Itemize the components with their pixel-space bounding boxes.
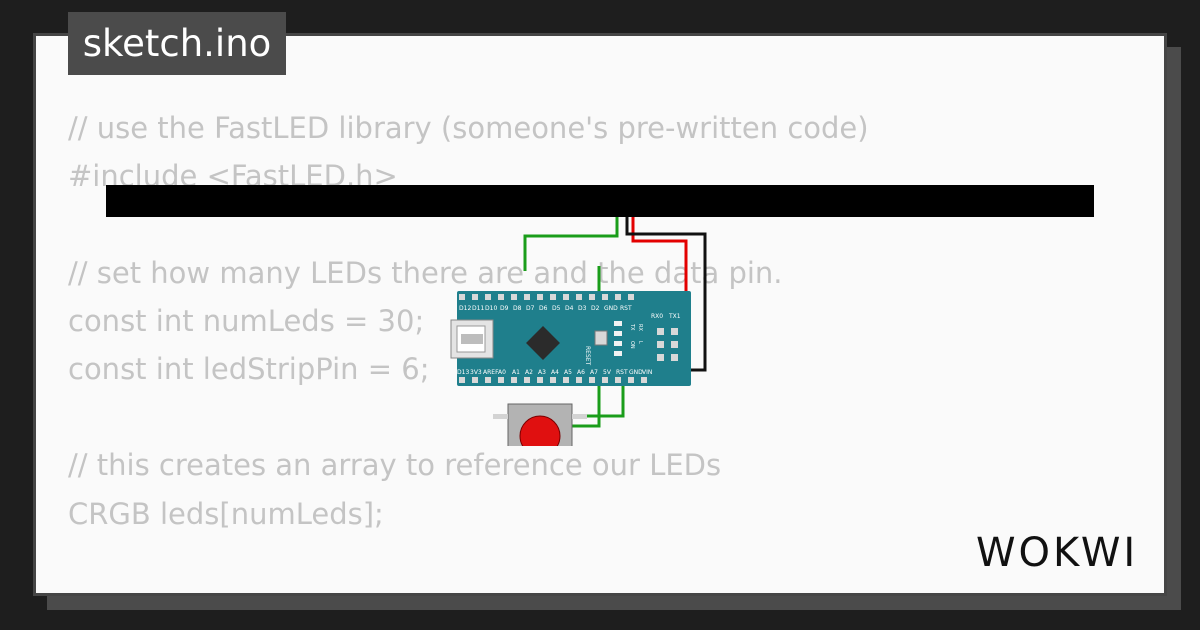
code-line: const int numLeds = 30;: [68, 303, 425, 338]
pin-label: A0: [498, 369, 506, 376]
wokwi-logo: WOKWI: [976, 530, 1138, 576]
svg-text:WOKWI: WOKWI: [976, 530, 1138, 576]
arduino-nano-board: D12 D11 D10 D9 D8 D7 D6 D5 D4 D3 D2 GND …: [450, 291, 691, 386]
svg-text:ON: ON: [629, 341, 635, 349]
pin-label: D7: [526, 305, 535, 312]
icsp-header: [657, 328, 678, 361]
pin-label: D13: [457, 369, 469, 376]
pin-label: A1: [512, 369, 520, 376]
side-label: TX1: [668, 313, 681, 320]
pin-label: D4: [565, 305, 574, 312]
code-line: // set how many LEDs there are and the d…: [68, 255, 783, 290]
svg-text:RX: RX: [637, 324, 643, 331]
pin-label: A5: [564, 369, 572, 376]
pin-label: D6: [539, 305, 548, 312]
pin-label: D9: [500, 305, 509, 312]
file-title-badge: sketch.ino: [68, 12, 286, 75]
side-label: RX0: [651, 313, 663, 320]
pin-label: 5V: [603, 369, 612, 376]
pin-label: RST: [620, 305, 632, 312]
pin-label: D12: [459, 305, 471, 312]
pin-label: A4: [551, 369, 559, 376]
green-wire-d6: [523, 211, 619, 271]
code-block: // use the FastLED library (someone's pr…: [68, 104, 1164, 594]
reset-button: RESET: [584, 330, 608, 366]
pin-label: D3: [578, 305, 587, 312]
code-line: const int ledStripPin = 6;: [68, 351, 430, 386]
code-line: CRGB leds[numLeds];: [68, 496, 384, 531]
pushbutton: [493, 403, 587, 446]
pin-label: A3: [538, 369, 546, 376]
pin-label: D2: [591, 305, 600, 312]
black-bar-strip: [106, 185, 1094, 217]
pin-label: GND: [604, 305, 618, 312]
pin-label: RST: [616, 369, 628, 376]
code-line: void setup() {: [68, 586, 1164, 594]
pin-label: A6: [577, 369, 585, 376]
svg-text:L: L: [637, 341, 643, 344]
pin-label: AREF: [483, 369, 499, 376]
pin-label: GND: [629, 369, 643, 376]
pin-label: A2: [525, 369, 533, 376]
svg-text:TX: TX: [629, 323, 635, 331]
pin-label: A7: [590, 369, 598, 376]
circuit-diagram: D12 D11 D10 D9 D8 D7 D6 D5 D4 D3 D2 GND …: [450, 211, 707, 446]
code-preview-card: // use the FastLED library (someone's pr…: [33, 33, 1167, 596]
code-line: // this creates an array to reference ou…: [68, 448, 722, 483]
pin-label: VIN: [642, 369, 652, 376]
pin-label: D5: [552, 305, 561, 312]
status-leds: TX RX ON L: [614, 321, 643, 356]
pin-label: D8: [513, 305, 522, 312]
pin-label: D10: [485, 305, 497, 312]
pin-label: D11: [472, 305, 484, 312]
code-line: // use the FastLED library (someone's pr…: [68, 111, 869, 145]
pin-label: 3V3: [470, 369, 482, 376]
svg-text:RESET: RESET: [584, 346, 591, 366]
usb-connector: [450, 319, 494, 359]
